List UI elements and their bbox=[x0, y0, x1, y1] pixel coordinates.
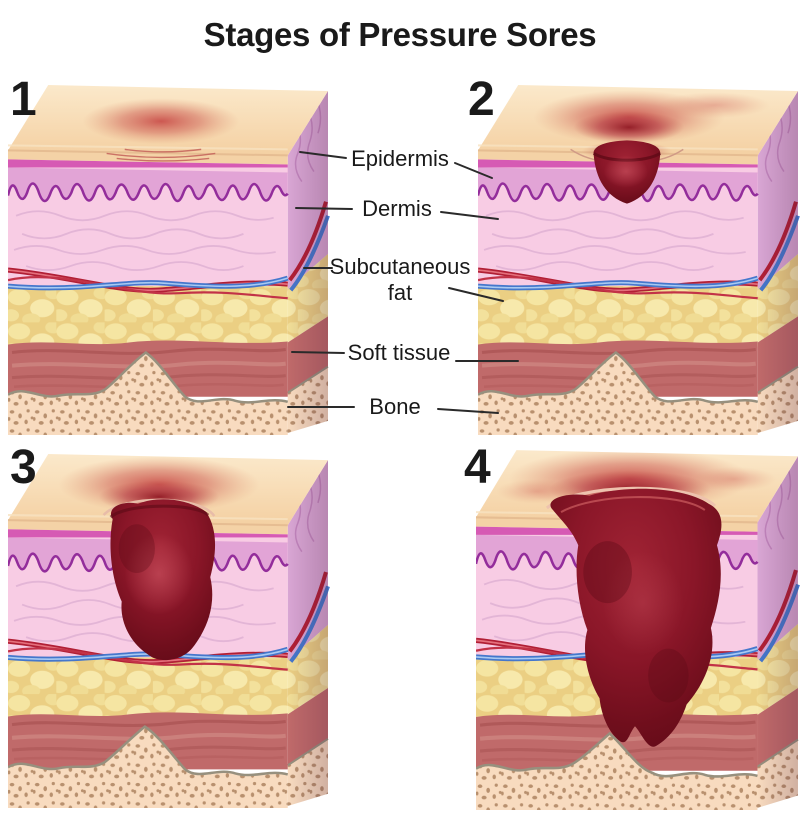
pressure-sore bbox=[102, 498, 216, 661]
label-subcutaneous-fat: Subcutaneous fat bbox=[329, 254, 471, 305]
skin-wrinkles bbox=[106, 148, 216, 162]
side-face bbox=[287, 91, 330, 433]
bone-layer bbox=[8, 725, 289, 808]
bone-layer bbox=[478, 350, 759, 435]
side-face bbox=[287, 460, 330, 806]
stage-2-skin-block bbox=[478, 85, 800, 435]
label-bone: Bone bbox=[369, 394, 421, 419]
front-face bbox=[8, 150, 289, 435]
dermis-texture bbox=[13, 210, 276, 271]
top-face bbox=[478, 85, 798, 164]
blood-vessels bbox=[478, 267, 759, 300]
epidermis-layer bbox=[8, 167, 288, 201]
top-face bbox=[8, 85, 328, 162]
stage-2-number: 2 bbox=[468, 73, 495, 126]
stage-3-number: 3 bbox=[10, 441, 37, 494]
stage1-redness bbox=[82, 98, 240, 145]
label-soft-tissue: Soft tissue bbox=[347, 340, 451, 365]
page-title: Stages of Pressure Sores bbox=[203, 16, 597, 53]
side-face bbox=[756, 456, 800, 808]
stage-1-skin-block bbox=[8, 85, 330, 435]
side-face bbox=[757, 91, 800, 433]
label-epidermis: Epidermis bbox=[351, 146, 449, 171]
label-dermis: Dermis bbox=[362, 196, 432, 221]
bone-layer bbox=[8, 350, 289, 435]
stage-4-number: 4 bbox=[464, 441, 491, 494]
stage-1-number: 1 bbox=[10, 73, 37, 126]
stage-3-skin-block bbox=[8, 454, 330, 808]
top-face bbox=[8, 454, 328, 527]
bone-layer bbox=[476, 731, 758, 810]
pressure-sore bbox=[545, 486, 722, 747]
blood-vessels bbox=[8, 267, 289, 300]
blood-vessels bbox=[8, 638, 289, 671]
stage-4-skin-block bbox=[476, 450, 800, 810]
dermis-texture bbox=[483, 210, 746, 271]
pressure-sore bbox=[581, 140, 673, 204]
